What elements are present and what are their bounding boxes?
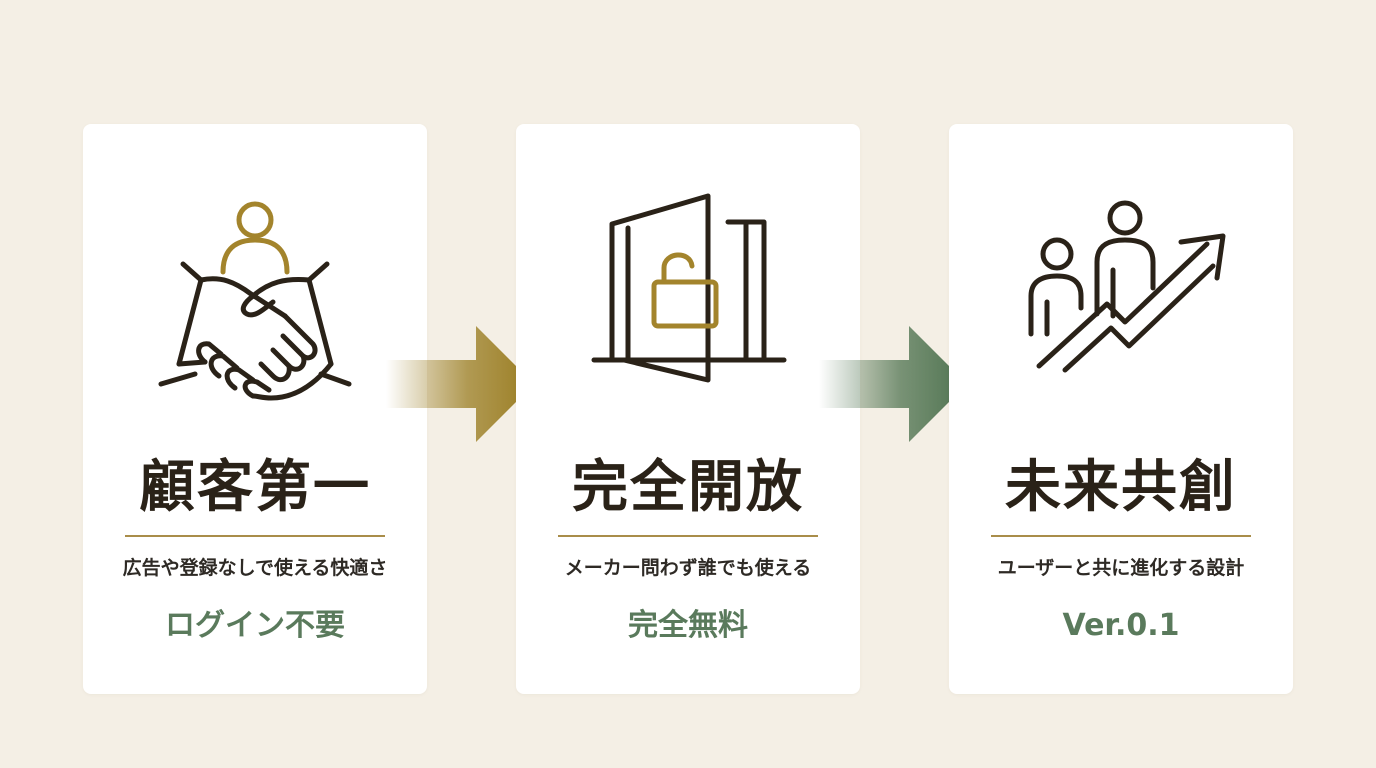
open-door-unlock-icon (568, 184, 808, 414)
divider-line (125, 535, 385, 537)
handshake-icon (135, 184, 375, 414)
divider-line (558, 535, 818, 537)
right-arrow-icon (386, 326, 534, 442)
step-tagline: ログイン不要 (165, 608, 345, 643)
step-tagline: 完全無料 (628, 608, 748, 643)
divider-line (991, 535, 1251, 537)
step-subtitle: ユーザーと共に進化する設計 (997, 557, 1245, 579)
step-tagline: Ver.0.1 (1062, 608, 1180, 643)
step-subtitle: 広告や登録なしで使える快適さ (122, 557, 388, 579)
people-growth-arrow-icon (1001, 184, 1241, 414)
step-title: 顧客第一 (139, 454, 371, 520)
step-card-future-cocreation: 未来共創 ユーザーと共に進化する設計 Ver.0.1 (949, 124, 1293, 694)
step-subtitle: メーカー問わず誰でも使える (564, 557, 812, 579)
step-title: 未来共創 (1005, 454, 1237, 520)
step-card-fully-open: 完全開放 メーカー問わず誰でも使える 完全無料 (516, 124, 860, 694)
step-card-customer-first: 顧客第一 広告や登録なしで使える快適さ ログイン不要 (83, 124, 427, 694)
right-arrow-icon (819, 326, 967, 442)
step-title: 完全開放 (572, 454, 804, 520)
